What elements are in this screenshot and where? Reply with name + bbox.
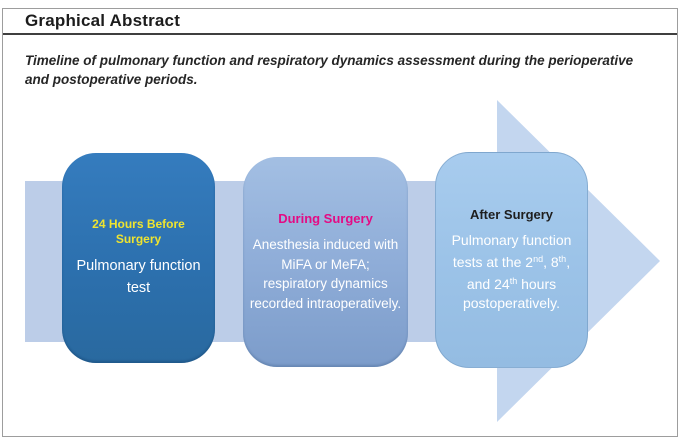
stage-after-body-line4: postoperatively. xyxy=(462,295,560,311)
stage-after-line2-text2: , 8 xyxy=(543,254,559,270)
figure-caption: Timeline of pulmonary function and respi… xyxy=(25,51,633,89)
stage-before-title: 24 Hours Before Surgery xyxy=(92,217,185,247)
stage-card-after-surgery: After Surgery Pulmonary function tests a… xyxy=(435,152,588,368)
stage-during-body-line3: respiratory dynamics xyxy=(263,276,388,291)
stage-after-body-line3: and 24th hours xyxy=(452,272,572,294)
stage-after-line3-sup1: th xyxy=(509,276,518,286)
stage-during-description: Anesthesia induced with MiFA or MeFA; re… xyxy=(250,235,401,313)
stage-after-line3-text2: hours xyxy=(517,276,557,292)
stage-before-description: Pulmonary function test xyxy=(76,255,200,299)
stage-after-title: After Surgery xyxy=(469,207,554,222)
stage-after-body-line2: tests at the 2nd, 8th, xyxy=(452,250,572,272)
stage-during-body-line1: Anesthesia induced with xyxy=(252,237,399,252)
stage-before-body-line2: test xyxy=(126,280,151,296)
stage-after-description: Pulmonary function tests at the 2nd, 8th… xyxy=(452,231,572,313)
stage-after-line2-text3: , xyxy=(566,254,571,270)
stage-after-body-line1: Pulmonary function xyxy=(451,232,572,248)
stage-before-title-line1: 24 Hours Before xyxy=(92,217,185,231)
stage-during-title: During Surgery xyxy=(278,211,373,226)
stage-during-body-line2: MiFA or MeFA; xyxy=(281,256,370,272)
stage-before-body-line1: Pulmonary function xyxy=(76,258,201,274)
stage-before-title-line2: Surgery xyxy=(115,232,162,246)
stage-during-body-line4: recorded intraoperatively. xyxy=(249,295,402,311)
stage-after-line2-sup1: nd xyxy=(533,254,544,264)
stage-after-line2-sup2: th xyxy=(558,254,567,264)
stage-card-before-surgery: 24 Hours Before Surgery Pulmonary functi… xyxy=(62,153,215,363)
section-title: Graphical Abstract xyxy=(25,11,181,30)
stage-after-line3-text1: and 24 xyxy=(466,276,510,292)
title-divider xyxy=(3,33,677,35)
stage-card-during-surgery: During Surgery Anesthesia induced with M… xyxy=(243,157,408,367)
stage-after-line2-text1: tests at the 2 xyxy=(452,254,534,270)
caption-line-2: and postoperative periods. xyxy=(25,72,198,87)
caption-line-1: Timeline of pulmonary function and respi… xyxy=(25,53,634,68)
